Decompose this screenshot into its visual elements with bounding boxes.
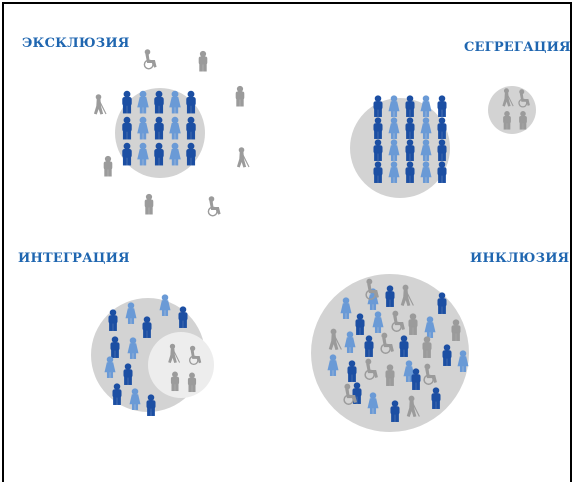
integration-label: ИНТЕГРАЦИЯ [18,251,130,266]
wheelchair-user-icon [143,49,157,70]
inclusion-label: ИНКЛЮЗИЯ [470,251,570,266]
male-figure-icon [146,394,156,416]
male-figure-icon [144,193,154,215]
segregation-label: СЕГРЕГАЦИЯ [464,40,571,55]
blind-person-with-cane-icon [237,147,250,168]
inclusion-circle [311,274,469,432]
integration-inner-circle [148,332,214,398]
male-figure-icon [103,155,113,177]
segregation-small-circle [488,86,536,134]
male-figure-icon [198,50,208,72]
male-figure-icon [235,85,245,107]
blind-person-with-cane-icon [94,94,107,115]
exclusion-label: ЭКСКЛЮЗИЯ [22,36,130,51]
segregation-circle [350,98,450,198]
wheelchair-user-icon [207,195,221,217]
male-figure-icon [437,95,447,117]
male-figure-icon [437,161,447,183]
